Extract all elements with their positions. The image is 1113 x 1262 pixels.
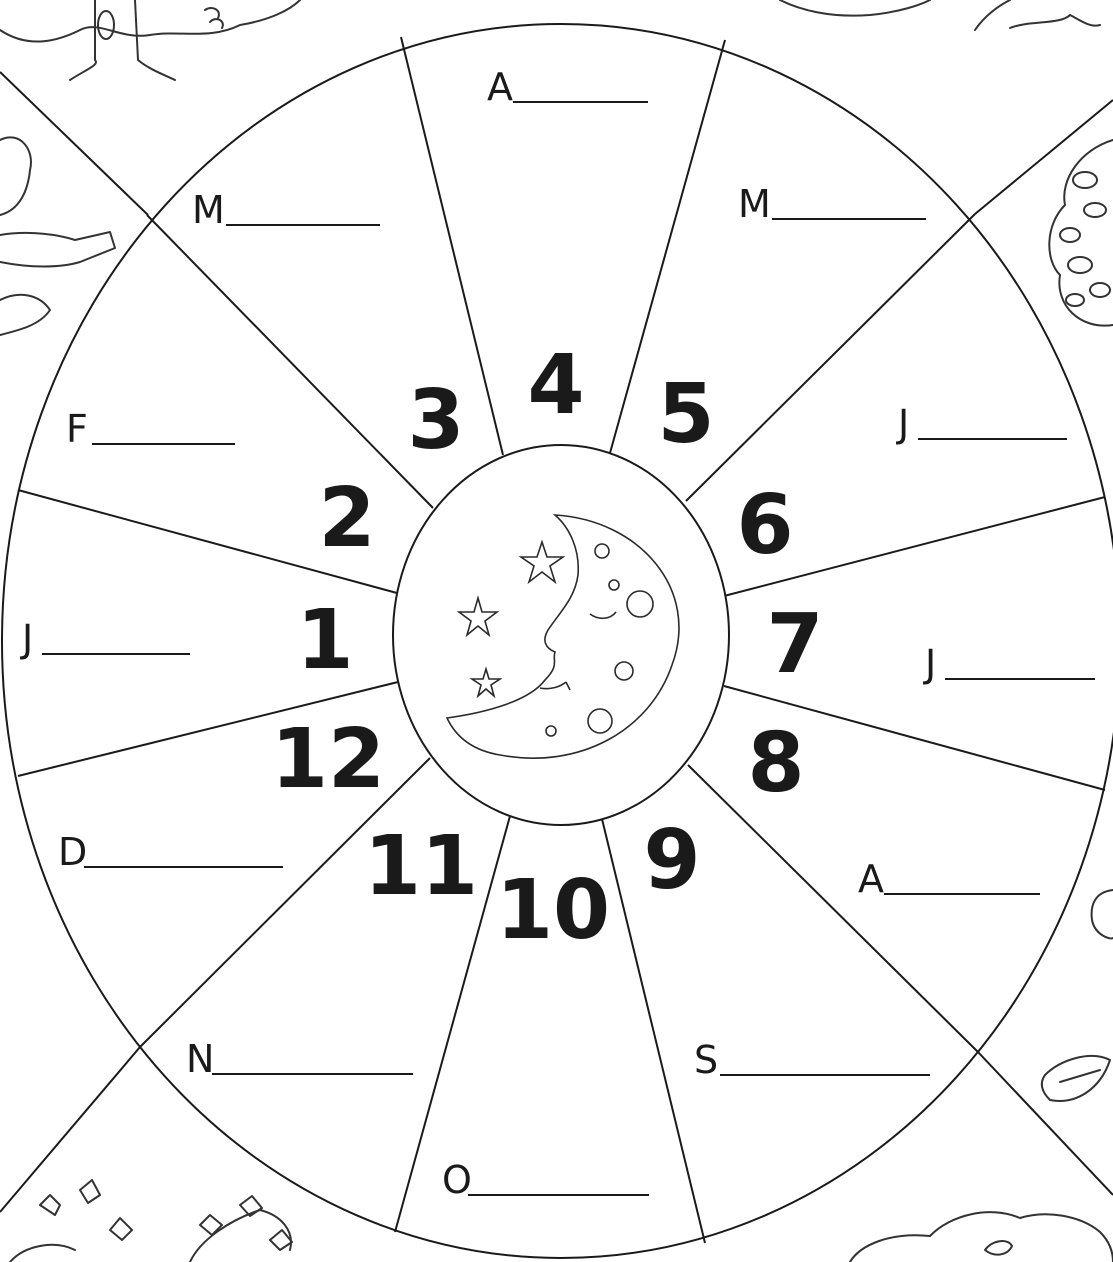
winter-tree-icon	[0, 0, 300, 80]
month-initial: S	[694, 1038, 718, 1082]
month-initial: M	[738, 182, 771, 226]
month-number: 3	[407, 373, 464, 468]
month-number: 12	[271, 712, 385, 807]
month-initial: O	[442, 1158, 472, 1202]
summer-tree-icon	[1049, 140, 1113, 326]
month-number: 9	[643, 813, 700, 908]
month-initial: A	[858, 857, 884, 901]
month-initial: J	[896, 402, 909, 446]
month-initial: D	[58, 830, 87, 874]
autumn-leaves-icon	[10, 1180, 292, 1262]
month-number: 4	[527, 338, 584, 433]
month-initial: A	[487, 65, 513, 109]
month-initial: N	[186, 1037, 214, 1081]
month-number: 2	[318, 471, 375, 566]
month-number: 8	[747, 716, 804, 811]
month-number: 1	[296, 593, 353, 688]
month-initial: F	[66, 407, 88, 451]
month-number: 10	[496, 863, 610, 958]
month-initial: J	[20, 617, 33, 661]
month-number: 11	[364, 819, 478, 914]
month-initial: M	[192, 188, 225, 232]
month-number: 7	[766, 597, 823, 692]
month-number: 6	[736, 478, 793, 573]
spring-bush-icon	[850, 1212, 1113, 1262]
top-right-scene-icon	[780, 0, 1100, 30]
month-number: 5	[657, 367, 714, 462]
month-initial: J	[923, 642, 936, 686]
